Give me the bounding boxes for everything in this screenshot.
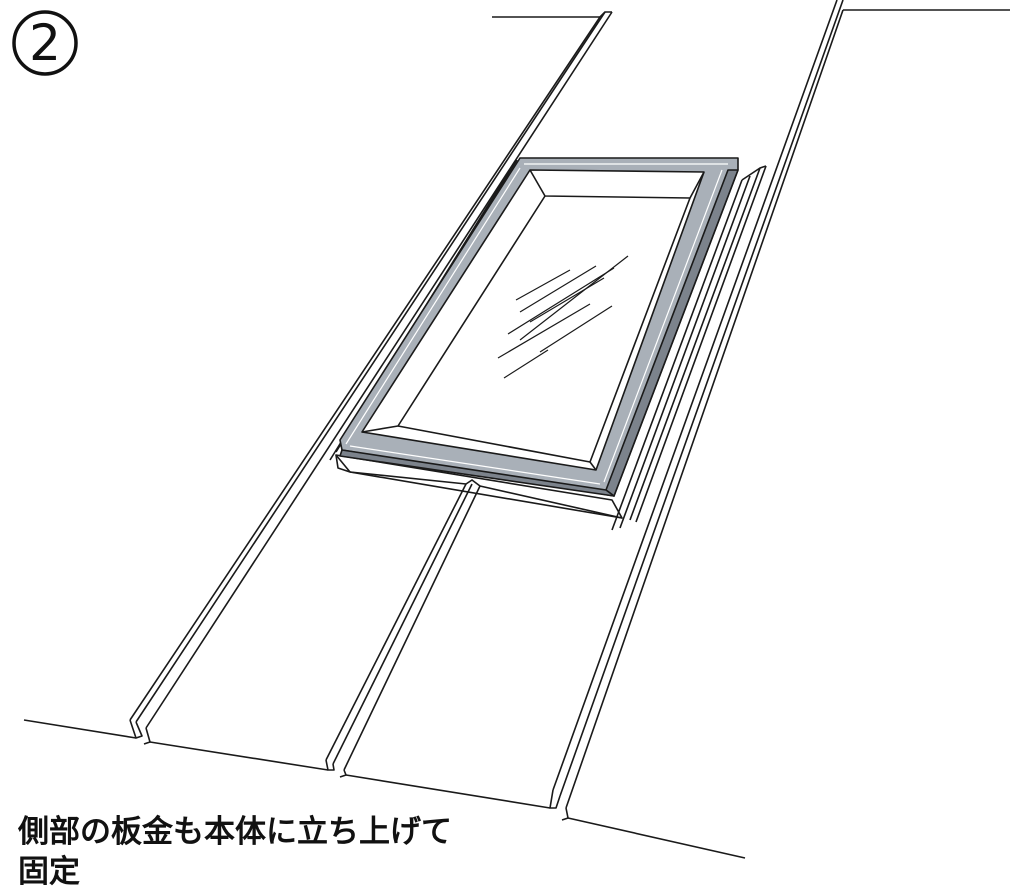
skylight-frame <box>339 157 739 497</box>
seam-left <box>129 11 613 745</box>
eave-line-mid-left <box>149 741 329 771</box>
frame-shadow-bottom <box>339 449 615 497</box>
skylight-curb <box>335 454 623 519</box>
step-circle-icon <box>12 10 78 76</box>
step-number: 2 <box>29 14 61 72</box>
side-flashing-right <box>611 165 767 531</box>
roof-skylight-illustration <box>23 0 1010 859</box>
glass-reflection <box>497 255 629 379</box>
skylight-well <box>361 169 705 471</box>
eave-line-left <box>23 719 137 739</box>
diagram-stage: 2 側部の板金も本体に立ち上げて 固定 <box>12 0 1010 890</box>
eave-line-mid-right <box>345 774 551 809</box>
caption-line-1: 側部の板金も本体に立ち上げて <box>18 814 452 850</box>
seam-middle <box>325 479 481 778</box>
eave-line-right <box>567 817 746 859</box>
seam-right <box>549 0 844 821</box>
eave-lines <box>23 9 1010 859</box>
caption-line-2: 固定 <box>18 854 80 890</box>
